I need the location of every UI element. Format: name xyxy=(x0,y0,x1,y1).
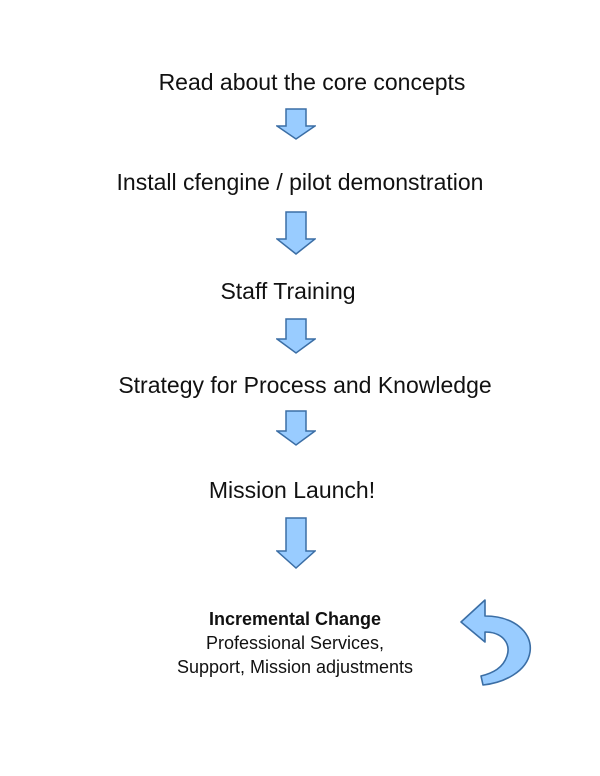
down-arrow-icon xyxy=(276,108,316,140)
down-arrow-icon xyxy=(276,410,316,446)
step-mission-launch: Mission Launch! xyxy=(208,477,376,503)
final-step-line: Support, Mission adjustments xyxy=(176,657,414,677)
down-arrow-icon xyxy=(276,318,316,354)
step-strategy: Strategy for Process and Knowledge xyxy=(118,372,492,398)
final-step-incremental-change: Incremental Change Professional Services… xyxy=(130,607,460,679)
down-arrow-icon xyxy=(276,211,316,255)
step-install-cfengine: Install cfengine / pilot demonstration xyxy=(116,169,484,195)
down-arrow-icon xyxy=(276,517,316,569)
final-step-title: Incremental Change xyxy=(208,609,382,629)
step-read-concepts: Read about the core concepts xyxy=(158,69,466,95)
loop-arrow-icon xyxy=(460,599,531,686)
step-staff-training: Staff Training xyxy=(220,278,356,304)
final-step-line: Professional Services, xyxy=(205,633,385,653)
